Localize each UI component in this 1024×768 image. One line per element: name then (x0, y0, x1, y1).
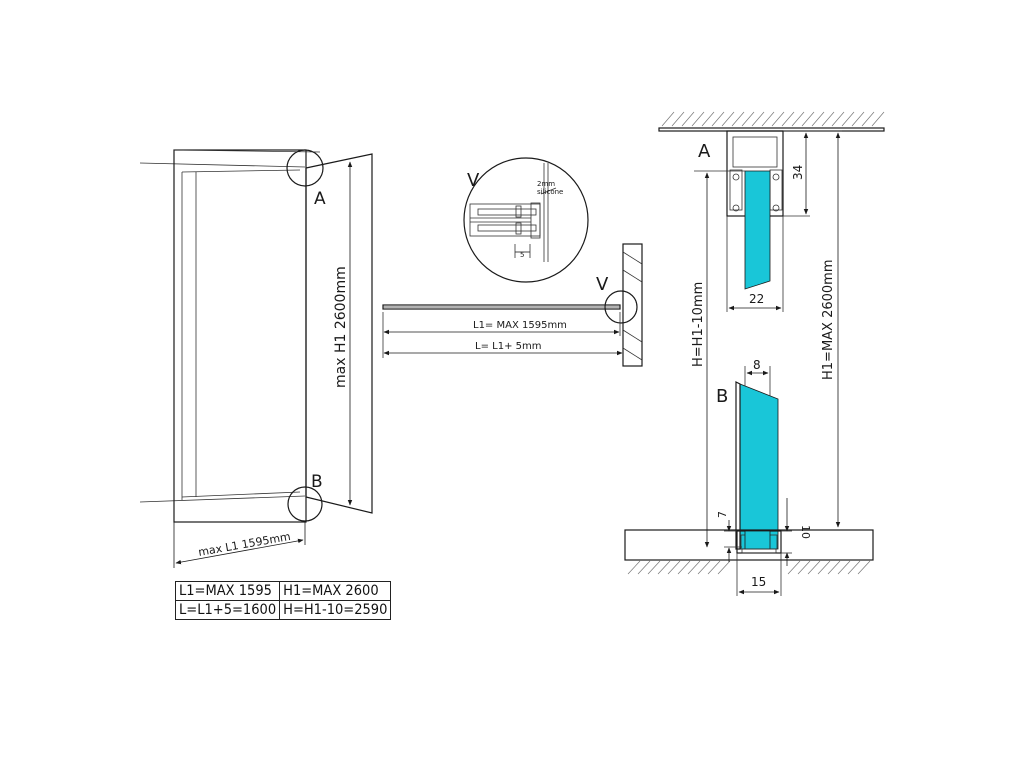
table-row: L1=MAX 1595 H1=MAX 2600 (174, 581, 392, 601)
l-dimension-text: L= L1+ 5mm (475, 341, 541, 352)
l1-dimension-text: L1= MAX 1595mm (473, 320, 567, 331)
dim-8-text: 8 (753, 358, 761, 372)
gap-s-text: 5 (520, 251, 524, 259)
dim-h-text: H=H1-10mm (691, 282, 706, 367)
silicone-text: silicone (537, 188, 563, 196)
zoom-profile-detail (469, 163, 549, 262)
section-label-a: A (698, 141, 711, 162)
top-view: V 2mm silicone 5 V (382, 157, 643, 367)
top-view-wall (622, 243, 643, 367)
dim-10-text: 10 (799, 525, 812, 539)
table-cell: L=L1+5=1600 (174, 600, 281, 620)
glass-panel (305, 153, 373, 514)
dimensions-table: L1=MAX 1595 H1=MAX 2600 L=L1+5=1600 H=H1… (174, 581, 392, 620)
height-dimension-text: max H1 2600mm (333, 266, 349, 388)
detail-circle-b (287, 486, 323, 522)
width-dimension-text: max L1 1595mm (197, 530, 291, 559)
table-cell: L1=MAX 1595 (174, 581, 281, 601)
section-label-b: B (716, 386, 728, 407)
perspective-view: A B max H1 2600mm max L1 1595mm (139, 149, 373, 568)
dim-15-text: 15 (751, 575, 766, 589)
label-v: V (596, 274, 609, 295)
detail-circle-a (286, 149, 324, 187)
dim-h1-text: H1=MAX 2600mm (821, 260, 836, 381)
table-cell: H=H1-10=2590 (279, 600, 392, 620)
section-view: A 34 22 H1=MAX 2600mm H=H1-10mm B 8 (624, 111, 885, 596)
dim-34-text: 34 (791, 165, 805, 180)
dim-22-text: 22 (749, 292, 764, 306)
label-a: A (314, 189, 326, 209)
glass-top (744, 170, 771, 290)
silicone-gap-text: 2mm (537, 180, 555, 188)
dim-7-text: 7 (716, 511, 729, 518)
table-cell: H1=MAX 2600 (279, 581, 392, 601)
zoom-circle-v (463, 157, 589, 283)
width-dimension-line (175, 538, 304, 565)
table-row: L=L1+5=1600 H=H1-10=2590 (174, 600, 392, 620)
zoom-label-v: V (467, 170, 480, 191)
glass-bottom (739, 383, 779, 550)
label-b: B (311, 472, 323, 492)
floor-slab (624, 529, 874, 561)
wall-profile (173, 149, 307, 523)
